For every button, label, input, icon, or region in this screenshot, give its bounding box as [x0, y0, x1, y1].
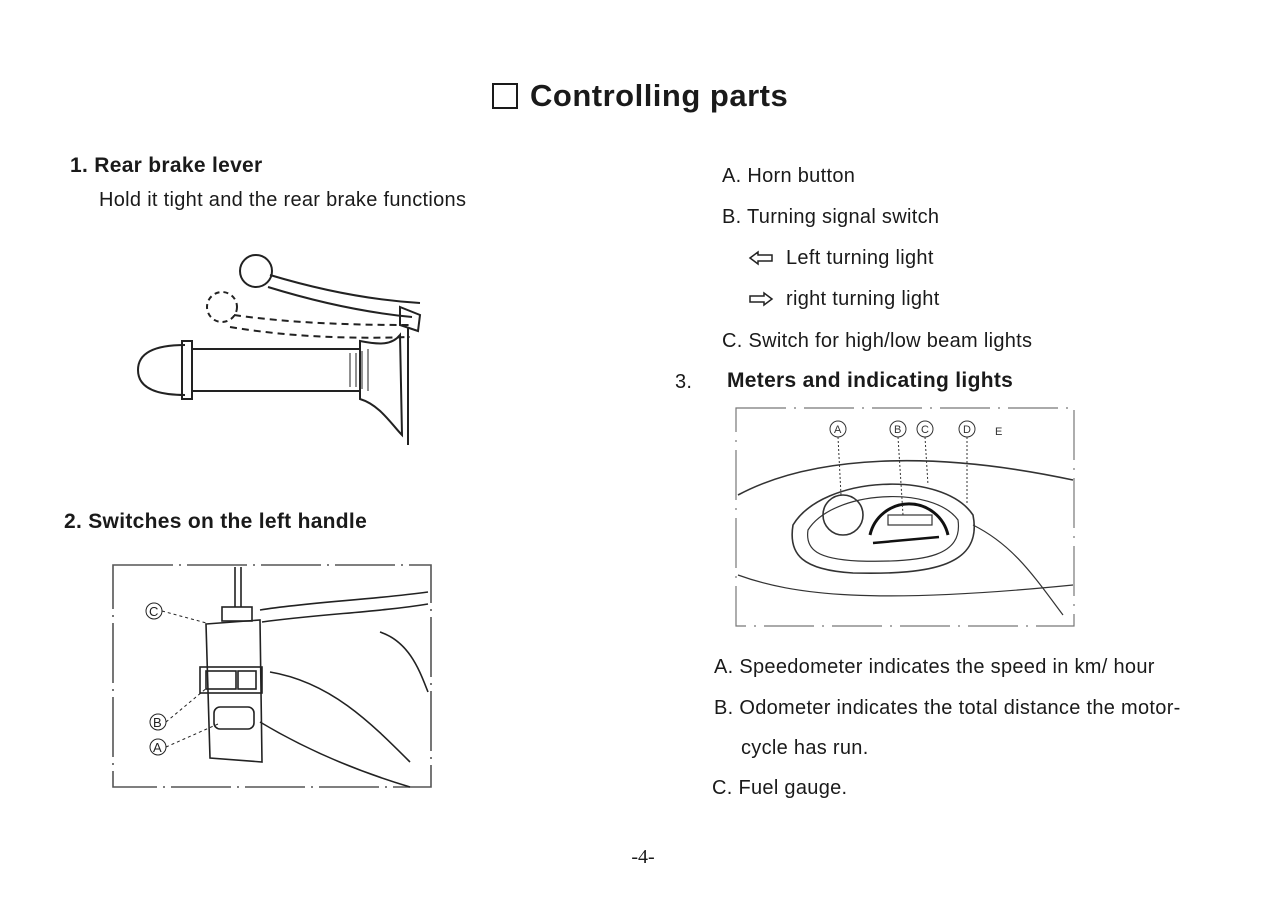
meter-label-e: E [995, 426, 1002, 438]
section-1-heading: 1. Rear brake lever [70, 154, 263, 177]
right-light-label: right turning light [786, 288, 940, 310]
page-title-text: Controlling parts [530, 78, 789, 113]
switch-item-right-light: right turning light [748, 288, 940, 311]
meter-label-a: A [834, 424, 842, 436]
meter-item-odometer: B. Odometer indicates the total distance… [714, 697, 1181, 719]
figure-label-c: C [149, 604, 158, 619]
switch-item-horn: A. Horn button [722, 165, 856, 187]
left-arrow-icon [748, 250, 773, 266]
section-2-heading: 2. Switches on the left handle [64, 510, 368, 533]
meter-item-fuel-gauge: C. Fuel gauge. [712, 777, 848, 799]
rear-brake-lever-illustration [136, 254, 422, 445]
meter-label-d: D [963, 424, 971, 436]
page-number: -4- [631, 846, 655, 868]
section-3-number: 3. [675, 371, 693, 393]
left-light-label: Left turning light [786, 247, 934, 269]
right-arrow-icon [749, 291, 774, 307]
switch-item-turn-signal: B. Turning signal switch [722, 206, 940, 228]
section-1-description: Hold it tight and the rear brake functio… [99, 189, 467, 211]
meters-illustration: A B C D E [735, 407, 1075, 627]
meter-label-b: B [894, 424, 901, 436]
meter-label-c: C [921, 424, 929, 436]
section-3-heading: Meters and indicating lights [727, 369, 1014, 392]
figure-label-b: B [153, 715, 162, 730]
checkbox-square-icon [492, 83, 518, 109]
switch-item-left-light: Left turning light [748, 247, 934, 270]
meter-item-odometer-cont: cycle has run. [741, 737, 869, 759]
switch-item-beam: C. Switch for high/low beam lights [722, 330, 1033, 352]
figure-label-a: A [153, 740, 162, 755]
left-handle-switches-illustration: C B A [112, 564, 432, 788]
meter-item-speedometer: A. Speedometer indicates the speed in km… [714, 656, 1155, 678]
page-title: Controlling parts [492, 78, 788, 114]
